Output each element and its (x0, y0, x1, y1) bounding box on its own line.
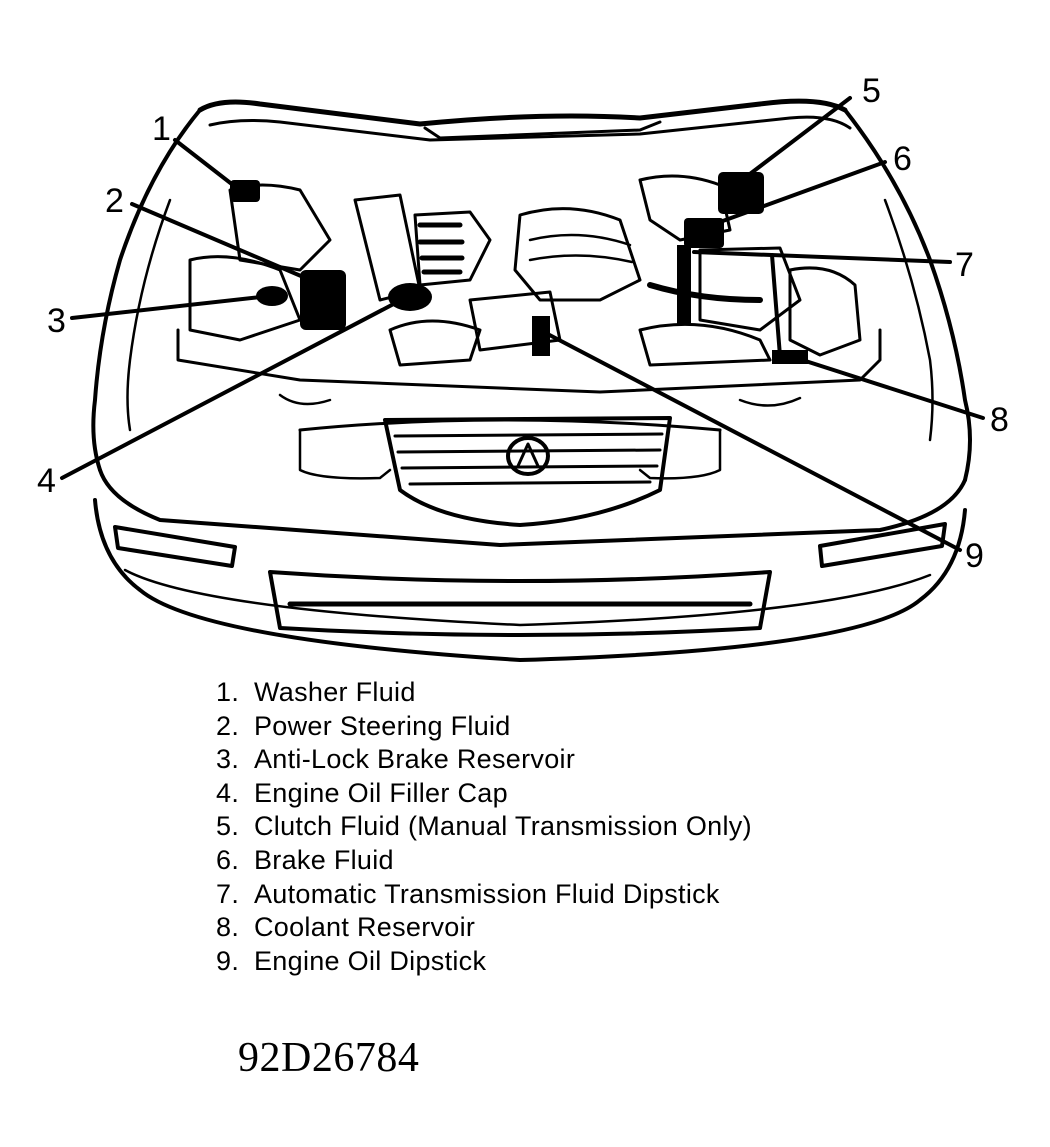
leader-line-5 (740, 96, 852, 182)
callout-8: 8 (990, 401, 1009, 439)
legend-item-number: 8. (216, 912, 240, 943)
leader-line-4 (60, 296, 407, 480)
leader-line-6 (718, 160, 887, 224)
legend-item: 7. Automatic Transmission Fluid Dipstick (216, 878, 752, 912)
callout-3: 3 (47, 302, 66, 340)
leader-line-8 (788, 354, 985, 420)
legend-item: 5. Clutch Fluid (Manual Transmission Only… (216, 810, 752, 844)
legend-item: 4. Engine Oil Filler Cap (216, 777, 752, 811)
legend-item: 9. Engine Oil Dipstick (216, 945, 752, 979)
legend-list: 1. Washer Fluid 2. Power Steering Fluid 3.… (216, 676, 752, 978)
callout-9: 9 (965, 537, 984, 575)
leader-line-1 (173, 138, 244, 194)
legend-item-text: Washer Fluid (254, 677, 416, 707)
legend-item-number: 3. (216, 744, 240, 775)
legend-item-text: Anti-Lock Brake Reservoir (254, 744, 576, 775)
legend-item: 6. Brake Fluid (216, 844, 752, 878)
callout-4: 4 (37, 462, 56, 500)
callout-5: 5 (862, 72, 881, 110)
car-front-illustration (91, 98, 972, 662)
leader-line-2 (130, 202, 317, 284)
legend-item: 1. Washer Fluid (216, 676, 752, 710)
callout-numbers: 1 2 3 4 5 6 7 8 9 (37, 72, 1009, 575)
leader-line-7 (692, 250, 952, 264)
callout-7: 7 (955, 246, 974, 284)
legend-item-number: 1. (216, 677, 240, 707)
legend-item: 8. Coolant Reservoir (216, 911, 752, 945)
legend-item-text: Automatic Transmission Fluid Dipstick (254, 878, 720, 909)
leader-line-7b (770, 253, 782, 358)
callout-1: 1 (152, 110, 171, 148)
legend-item-text: Brake Fluid (254, 844, 394, 875)
legend-item-text: Power Steering Fluid (254, 710, 511, 741)
figure-code: 92D26784 (238, 1035, 420, 1081)
legend-item: 3. Anti-Lock Brake Reservoir (216, 743, 752, 777)
legend-item-number: 2. (216, 710, 240, 741)
legend-item-number: 6. (216, 844, 240, 875)
legend-item-number: 4. (216, 777, 240, 808)
legend-item-number: 5. (216, 811, 240, 842)
legend-item: 2. Power Steering Fluid (216, 710, 752, 744)
leader-line-9 (538, 328, 962, 552)
legend-item-text: Clutch Fluid (Manual Transmission Only) (254, 811, 752, 842)
leader-lines (60, 96, 985, 552)
legend-item-number: 7. (216, 878, 240, 909)
leader-line-3 (70, 294, 272, 320)
callout-2: 2 (105, 182, 124, 220)
legend-item-text: Coolant Reservoir (254, 912, 476, 943)
legend-item-number: 9. (216, 945, 240, 976)
engine-bay-diagram: 1 2 3 4 5 6 7 8 9 (37, 72, 1009, 662)
callout-6: 6 (893, 140, 912, 178)
legend-item-text: Engine Oil Filler Cap (254, 777, 508, 808)
legend-item-text: Engine Oil Dipstick (254, 945, 487, 976)
